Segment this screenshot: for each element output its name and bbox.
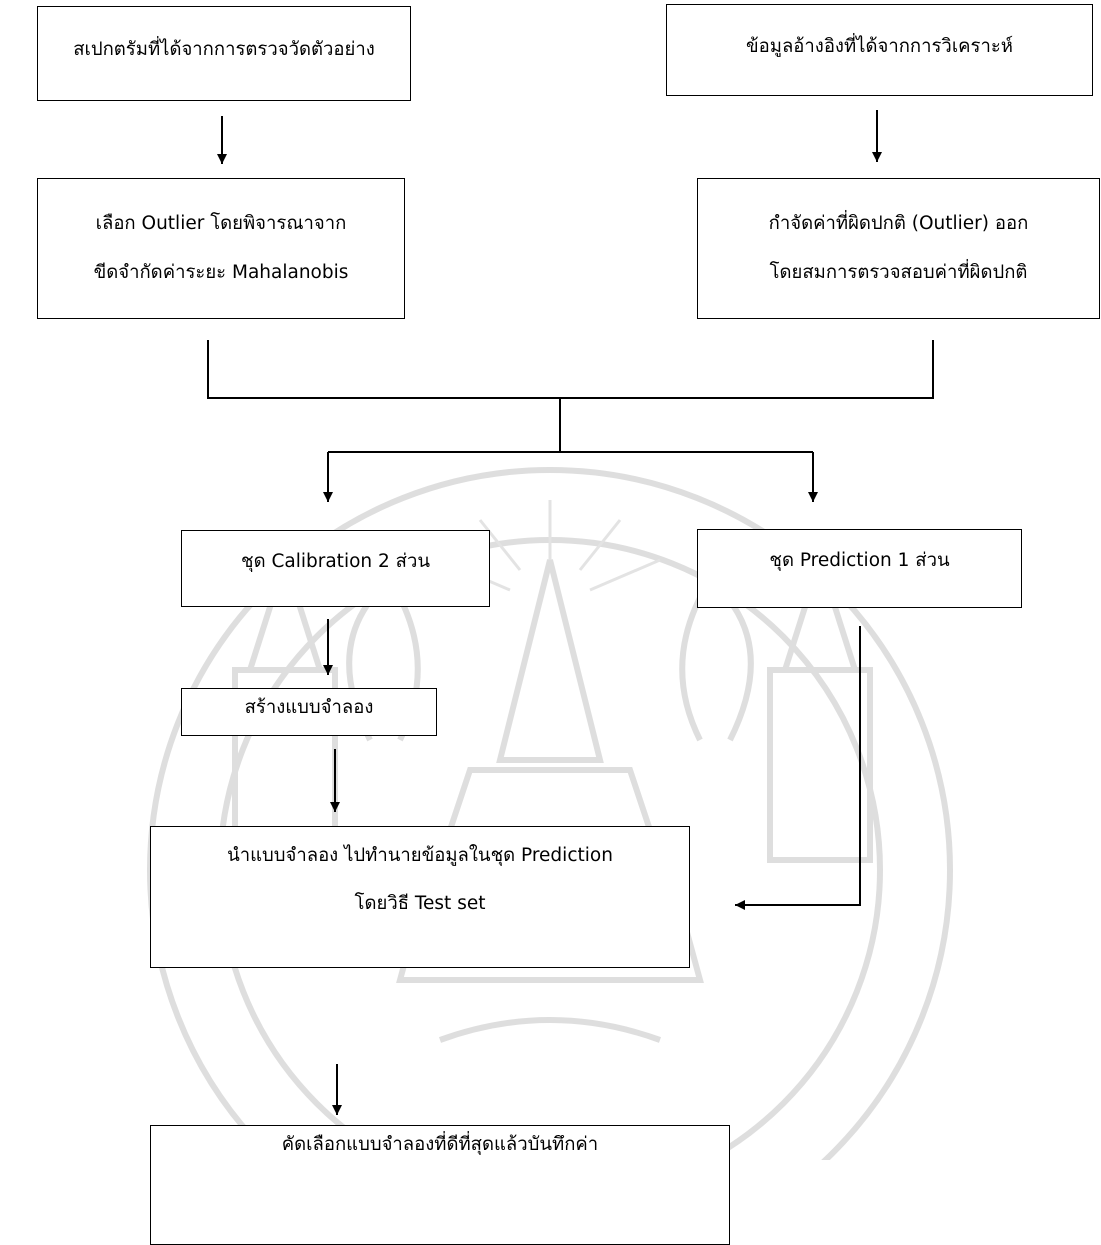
build-model-box: สร้างแบบจำลอง <box>181 688 437 736</box>
prediction-feed-line <box>735 626 861 910</box>
prediction-set-box: ชุด Prediction 1 ส่วน <box>697 529 1022 608</box>
select-outlier-line2: ขีดจำกัดค่าระยะ Mahalanobis <box>93 261 349 283</box>
predict-box: นำแบบจำลอง ไปทำนายข้อมูลในชุด Prediction… <box>150 826 690 968</box>
predict-line2: โดยวิธี Test set <box>354 893 486 915</box>
calibration-set-box: ชุด Calibration 2 ส่วน <box>181 530 490 607</box>
build-model-label: สร้างแบบจำลอง <box>244 697 374 718</box>
select-outlier-line1: เลือก Outlier โดยพิจารณาจาก <box>95 213 347 235</box>
best-model-label: คัดเลือกแบบจำลองที่ดีที่สุดแล้วบันทึกค่า <box>281 1134 599 1155</box>
remove-outlier-line2: โดยสมการตรวจสอบค่าที่ผิดปกติ <box>769 261 1028 283</box>
calibration-set-label: ชุด Calibration 2 ส่วน <box>241 551 430 572</box>
remove-outlier-box: กำจัดค่าที่ผิดปกติ (Outlier) ออก โดยสมกา… <box>697 178 1100 319</box>
spectra-label: สเปกตรัมที่ได้จากการตรวจวัดตัวอย่าง <box>73 39 375 61</box>
predict-line1: นำแบบจำลอง ไปทำนายข้อมูลในชุด Prediction <box>227 845 613 866</box>
spectra-box: สเปกตรัมที่ได้จากการตรวจวัดตัวอย่าง <box>37 6 411 101</box>
prediction-set-label: ชุด Prediction 1 ส่วน <box>769 550 950 572</box>
flow-connectors <box>207 110 934 1115</box>
reference-box: ข้อมูลอ้างอิงที่ได้จากการวิเคราะห์ <box>666 4 1093 96</box>
merge-bracket <box>207 340 934 399</box>
select-outlier-box: เลือก Outlier โดยพิจารณาจาก ขีดจำกัดค่าร… <box>37 178 405 319</box>
best-model-box: คัดเลือกแบบจำลองที่ดีที่สุดแล้วบันทึกค่า <box>150 1125 730 1245</box>
reference-label: ข้อมูลอ้างอิงที่ได้จากการวิเคราะห์ <box>746 35 1013 57</box>
remove-outlier-line1: กำจัดค่าที่ผิดปกติ (Outlier) ออก <box>768 213 1029 235</box>
